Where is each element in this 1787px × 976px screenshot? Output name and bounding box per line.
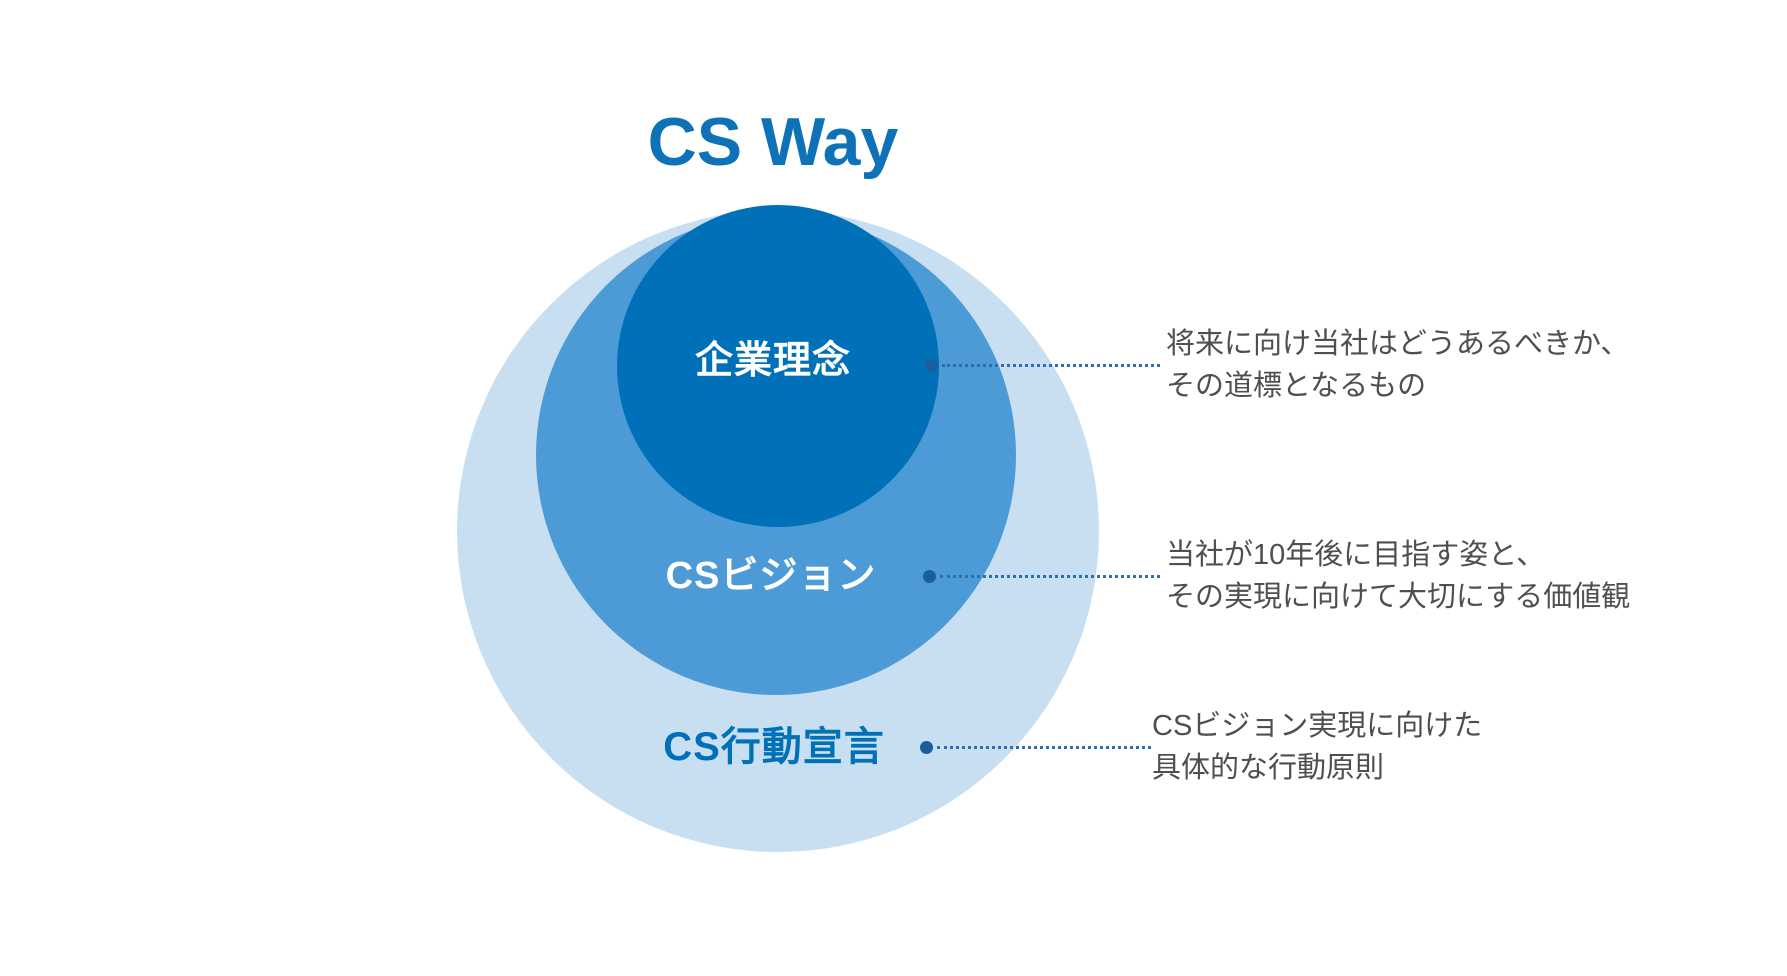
connector-dot-icon <box>920 740 933 754</box>
connector-cs-vision <box>923 569 1160 583</box>
description-line: CSビジョン実現に向けた <box>1152 710 1483 742</box>
description-line: その実現に向けて大切にする価値観 <box>1166 581 1631 613</box>
connector-dot-icon <box>925 358 938 372</box>
connector-dotted-line <box>937 745 1151 749</box>
description-cs-vision: 当社が10年後に目指す姿と、 その実現に向けて大切にする価値観 <box>1166 534 1630 618</box>
description-corporate-philosophy: 将来に向け当社はどうあるべきか、 その道標となるもの <box>1166 323 1629 407</box>
connector-dotted-line <box>942 363 1160 367</box>
description-line: その道標となるもの <box>1166 370 1427 402</box>
connector-cs-action-declaration <box>920 740 1151 754</box>
description-line: 具体的な行動原則 <box>1152 752 1385 784</box>
connector-corporate-philosophy <box>925 358 1160 372</box>
label-corporate-philosophy: 企業理念 <box>694 340 852 382</box>
circle-corporate-philosophy <box>617 205 939 527</box>
diagram-title: CS Way <box>647 104 899 180</box>
label-cs-vision: CSビジョン <box>665 555 877 597</box>
description-cs-action-declaration: CSビジョン実現に向けた 具体的な行動原則 <box>1152 705 1482 789</box>
description-line: 当社が10年後に目指す姿と、 <box>1166 539 1546 571</box>
connector-dot-icon <box>923 569 936 583</box>
label-cs-action-declaration: CS行動宣言 <box>663 725 885 769</box>
description-line: 将来に向け当社はどうあるべきか、 <box>1166 328 1630 360</box>
connector-dotted-line <box>940 574 1160 578</box>
